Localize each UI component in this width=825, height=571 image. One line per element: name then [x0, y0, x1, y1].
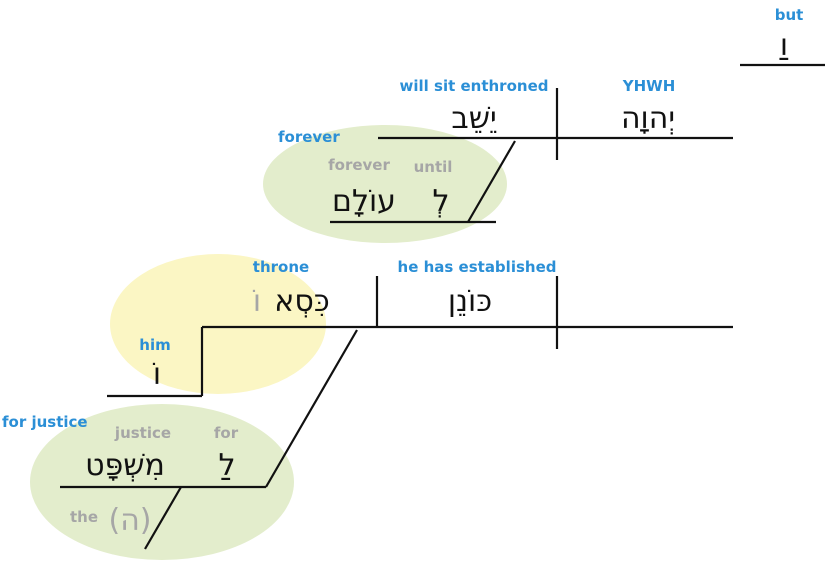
forever-phrase-highlight — [263, 125, 507, 243]
subject-gloss: YHWH — [622, 77, 676, 95]
the-hebrew: (ה) — [108, 503, 151, 538]
for-gloss: for — [214, 424, 239, 442]
article-slant-line — [144, 486, 182, 550]
subject-hebrew: יְהוָה — [621, 101, 675, 136]
forever-gloss: forever — [328, 156, 390, 174]
him-phrase-highlight — [110, 254, 326, 394]
conjunction-gloss: but — [775, 6, 804, 24]
conjunction-hebrew: וַ — [779, 28, 788, 63]
verb2-hebrew: כּוֹנֵן — [448, 284, 492, 319]
justice-hebrew: מִשְׁפָּט — [85, 448, 165, 483]
throne-gloss: throne — [253, 258, 309, 276]
verb1-gloss: will sit enthroned — [400, 77, 549, 95]
verb2-gloss: he has established — [398, 258, 557, 276]
justice-phrase-highlight — [30, 404, 294, 560]
until-hebrew: לְ — [432, 184, 449, 219]
forever-hebrew: עוֹלָם — [332, 184, 396, 219]
throne-suffix-hebrew: וֹ — [253, 284, 261, 319]
justice-slant-line — [265, 329, 358, 488]
him-gloss: him — [139, 336, 170, 354]
until-gloss: until — [414, 158, 453, 176]
the-gloss: the — [70, 508, 98, 526]
him-hebrew: וֹ — [153, 357, 161, 392]
justice-gloss: justice — [114, 424, 171, 442]
for-hebrew: לַ — [218, 448, 235, 483]
forever-slant-line — [467, 140, 516, 223]
throne-hebrew: כִּסְא — [274, 284, 329, 319]
forever-modifier-label: forever — [278, 128, 340, 146]
justice-modifier-label: for justice — [2, 413, 88, 431]
verb1-hebrew: יֵשֵׁב — [451, 101, 496, 136]
